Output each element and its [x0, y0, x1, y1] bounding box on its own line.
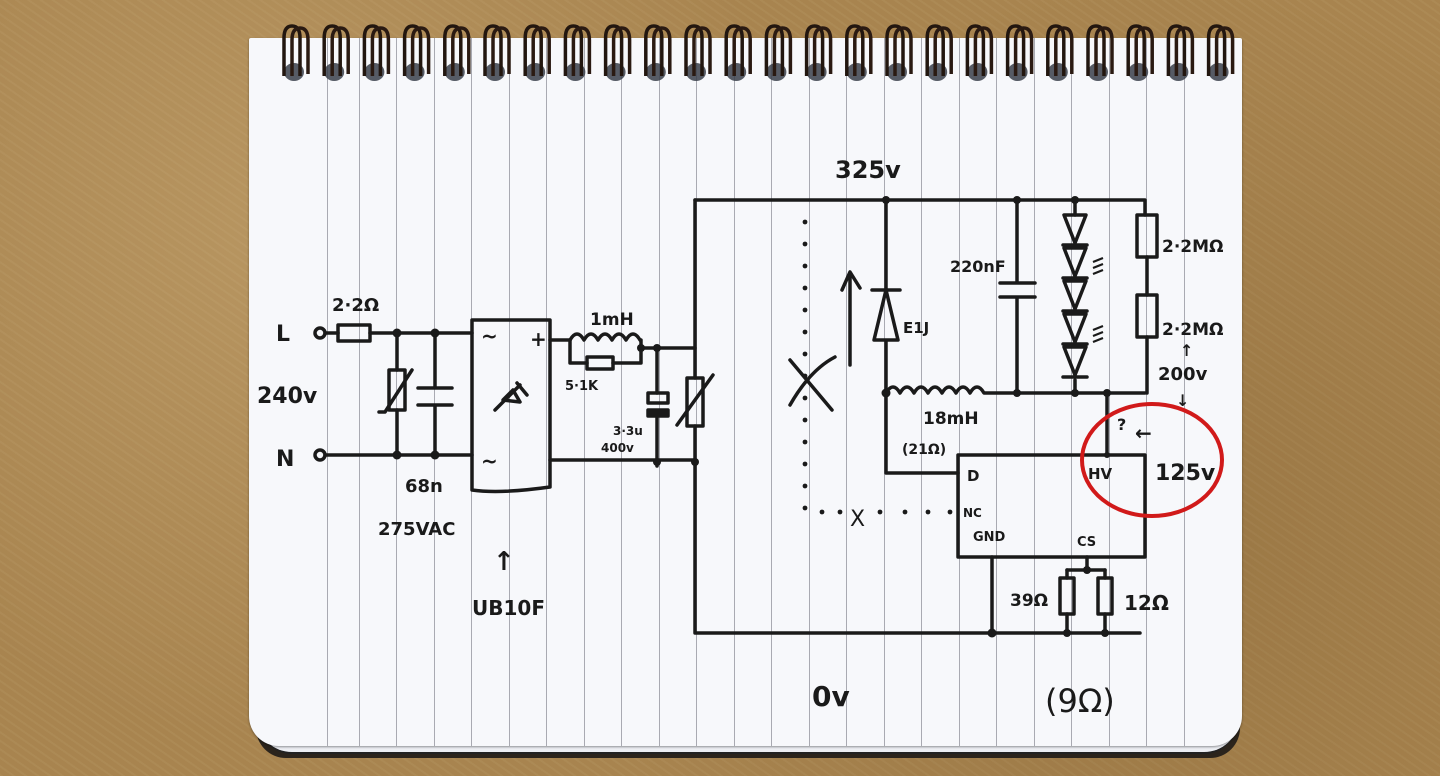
bridge-ac2-pin: ~ — [481, 449, 498, 473]
rail-left-and-ground — [695, 200, 1140, 633]
led-string — [1063, 215, 1087, 377]
flyback-diode-label: E1J — [903, 319, 929, 337]
divider-bottom-label: 2·2MΩ — [1162, 320, 1223, 340]
dot — [803, 506, 808, 511]
labels: L N 240v 2·2Ω 68n 275VAC ~ ~ + ↑ UB10F 1… — [257, 156, 1223, 720]
dot — [878, 510, 883, 515]
sense-resistor-12-label: 12Ω — [1124, 591, 1169, 615]
neutral-label: N — [276, 447, 294, 472]
varistor-2-slash — [677, 375, 713, 425]
divider-voltage-label: 200v — [1158, 364, 1208, 385]
x-cap-label: 68n — [405, 476, 443, 497]
current-arrow-icon — [842, 272, 860, 365]
led — [1063, 248, 1087, 278]
led — [1063, 281, 1087, 311]
x-cap-rating-label: 275VAC — [378, 519, 455, 540]
dot — [803, 220, 808, 225]
ic-pin-gnd: GND — [973, 530, 1006, 545]
x-capacitor — [418, 333, 452, 455]
dot — [803, 396, 808, 401]
bridge-arrow-icon: ↑ — [493, 547, 515, 577]
dot — [803, 242, 808, 247]
line-label: L — [276, 322, 290, 347]
filter-inductor — [570, 334, 640, 340]
bridge-plus-pin: + — [530, 327, 547, 351]
sense-resistor-39-label: 39Ω — [1010, 591, 1048, 611]
cross-mark — [790, 357, 835, 410]
ic-pin-nc: NC — [963, 506, 982, 520]
flyback-diode — [872, 200, 900, 393]
cross-mark-small: X — [850, 507, 865, 532]
sense-resistor-39 — [1060, 578, 1074, 614]
bridge-diode-symbol — [495, 383, 527, 410]
ic-pin-cs: CS — [1077, 535, 1096, 550]
output-capacitor — [1000, 200, 1035, 393]
divider-resistor-bottom — [1137, 295, 1157, 337]
bulk-cap-positive-plate — [648, 393, 668, 403]
ic-pin-hv: HV — [1088, 465, 1113, 483]
dot — [803, 308, 808, 313]
divider-arrow-up-icon: ↑ — [1180, 341, 1193, 360]
damping-resistor-label: 5·1K — [565, 379, 599, 394]
led — [1063, 347, 1087, 377]
input-resistor-label: 2·2Ω — [332, 295, 379, 316]
dot — [803, 484, 808, 489]
output-cap-label: 220nF — [950, 257, 1006, 276]
dot — [803, 264, 808, 269]
ic-pin-d: D — [967, 467, 979, 485]
varistor-slash — [379, 370, 412, 412]
dot — [926, 510, 931, 515]
bridge-ac1-pin: ~ — [481, 324, 498, 348]
input-resistor — [338, 325, 370, 341]
sense-resistor-12 — [1098, 578, 1112, 614]
wire — [570, 340, 641, 363]
output-inductor-label: 18mH — [923, 409, 979, 429]
dot — [803, 330, 808, 335]
divider-resistor-top — [1137, 215, 1157, 257]
dot — [820, 510, 825, 515]
bulk-cap-value-label: 3·3u — [613, 424, 643, 438]
output-inductor-resistance-label: (21Ω) — [902, 442, 946, 458]
dot — [948, 510, 953, 515]
bulk-cap-rating-label: 400v — [601, 441, 634, 455]
led — [1063, 314, 1087, 344]
hv-arrow-left-icon: ← — [1135, 421, 1152, 445]
dot — [803, 440, 808, 445]
hv-voltage-label: 125v — [1155, 461, 1216, 486]
wire-drain — [886, 393, 958, 473]
led — [1063, 215, 1087, 245]
filter-inductor-label: 1mH — [590, 310, 634, 330]
dot — [838, 510, 843, 515]
dot — [803, 286, 808, 291]
dotted-path — [803, 220, 953, 515]
damping-resistor — [587, 357, 613, 369]
dot — [803, 418, 808, 423]
dot — [803, 462, 808, 467]
divider-top-label: 2·2MΩ — [1162, 237, 1223, 257]
divider-arrow-down-icon: ↓ — [1176, 391, 1189, 410]
dot — [803, 352, 808, 357]
hv-question-label: ? — [1117, 415, 1126, 434]
dot — [803, 374, 808, 379]
rail-low-label: 0v — [812, 680, 850, 713]
rail-high-label: 325v — [835, 156, 901, 184]
dot — [903, 510, 908, 515]
highlight-circle — [1082, 404, 1222, 516]
sense-parallel-label: (9Ω) — [1045, 682, 1115, 720]
led-emission-icons — [1093, 258, 1103, 342]
bridge-part-label: UB10F — [472, 596, 545, 620]
mains-voltage-label: 240v — [257, 384, 318, 409]
